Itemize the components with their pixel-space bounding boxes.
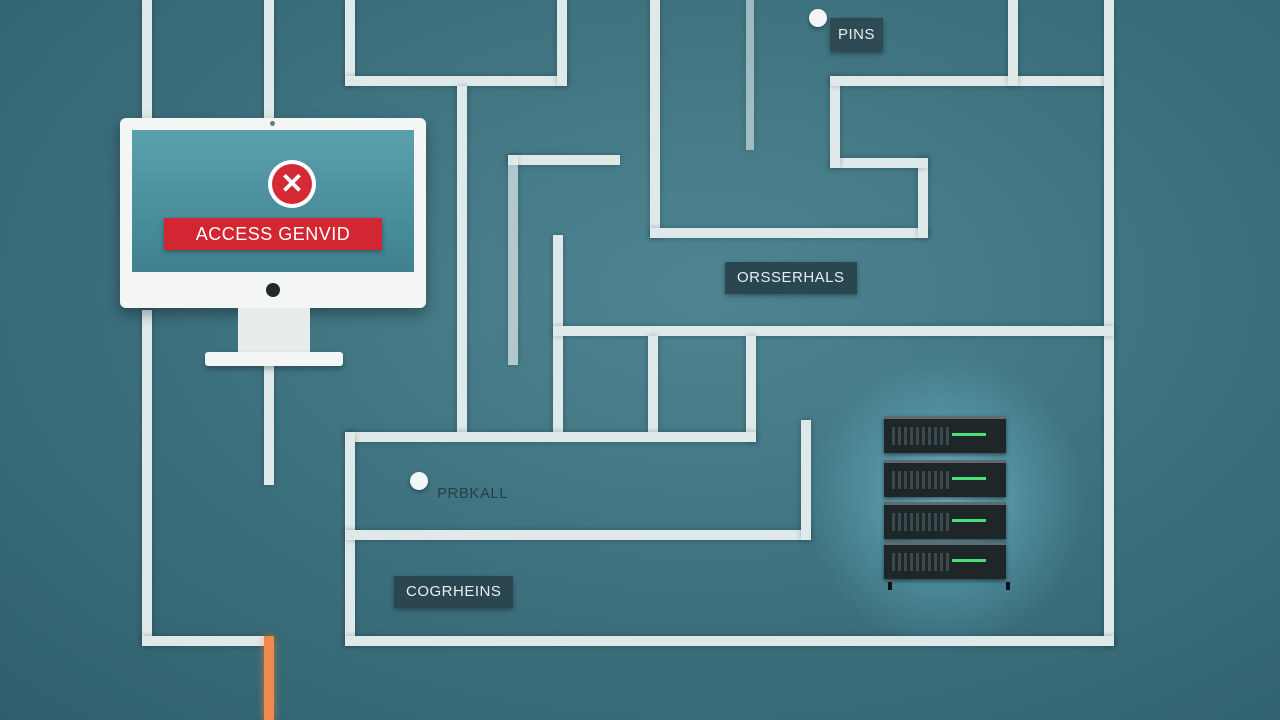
access-denied-banner: ACCESS GENVID [164,218,382,250]
server-legs [888,582,1010,590]
maze-wall [746,336,756,442]
maze-wall [345,0,355,86]
orange-signal-path [264,636,274,720]
power-button-icon [266,283,280,297]
maze-wall [650,228,928,238]
webcam-icon [270,121,275,126]
maze-wall [457,86,467,432]
monitor-screen: ✕ ACCESS GENVID [132,130,414,272]
maze-wall [1008,0,1018,86]
maze-wall [345,76,567,86]
maze-wall [553,326,1114,336]
maze-wall [746,0,754,150]
maze-wall [830,76,1114,86]
maze-wall [264,0,274,120]
server-unit [884,542,1006,579]
pins-label: PINS [830,18,884,52]
monitor: ✕ ACCESS GENVID [120,118,426,308]
server-unit [884,416,1006,453]
maze-wall [345,432,756,442]
maze-wall [918,158,928,238]
maze-wall [1104,0,1114,646]
cogrheins-label: COGRHEINS [394,576,514,608]
maze-wall [508,155,518,365]
server-unit [884,460,1006,497]
server-glow [806,350,1086,650]
ordsserhals-label: ORSSERHALS [725,262,857,294]
firewall-label: PRBKALL [437,485,509,502]
maze-wall [142,310,152,645]
maze-wall [345,530,811,540]
node-marker [410,472,428,490]
monitor-base [205,352,343,366]
maze-wall [557,0,567,86]
maze-wall [830,76,840,168]
maze-wall [142,636,274,646]
maze-wall [345,636,1114,646]
maze-wall [264,365,274,485]
maze-wall [648,336,658,432]
node-marker [809,9,827,27]
maze-wall [142,0,152,120]
monitor-stand [238,308,310,354]
maze-wall [650,0,660,238]
maze-wall [830,158,928,168]
maze-wall [508,155,620,165]
server-rack-icon [806,350,1086,650]
server-unit [884,502,1006,539]
error-x-icon: ✕ [268,160,316,208]
